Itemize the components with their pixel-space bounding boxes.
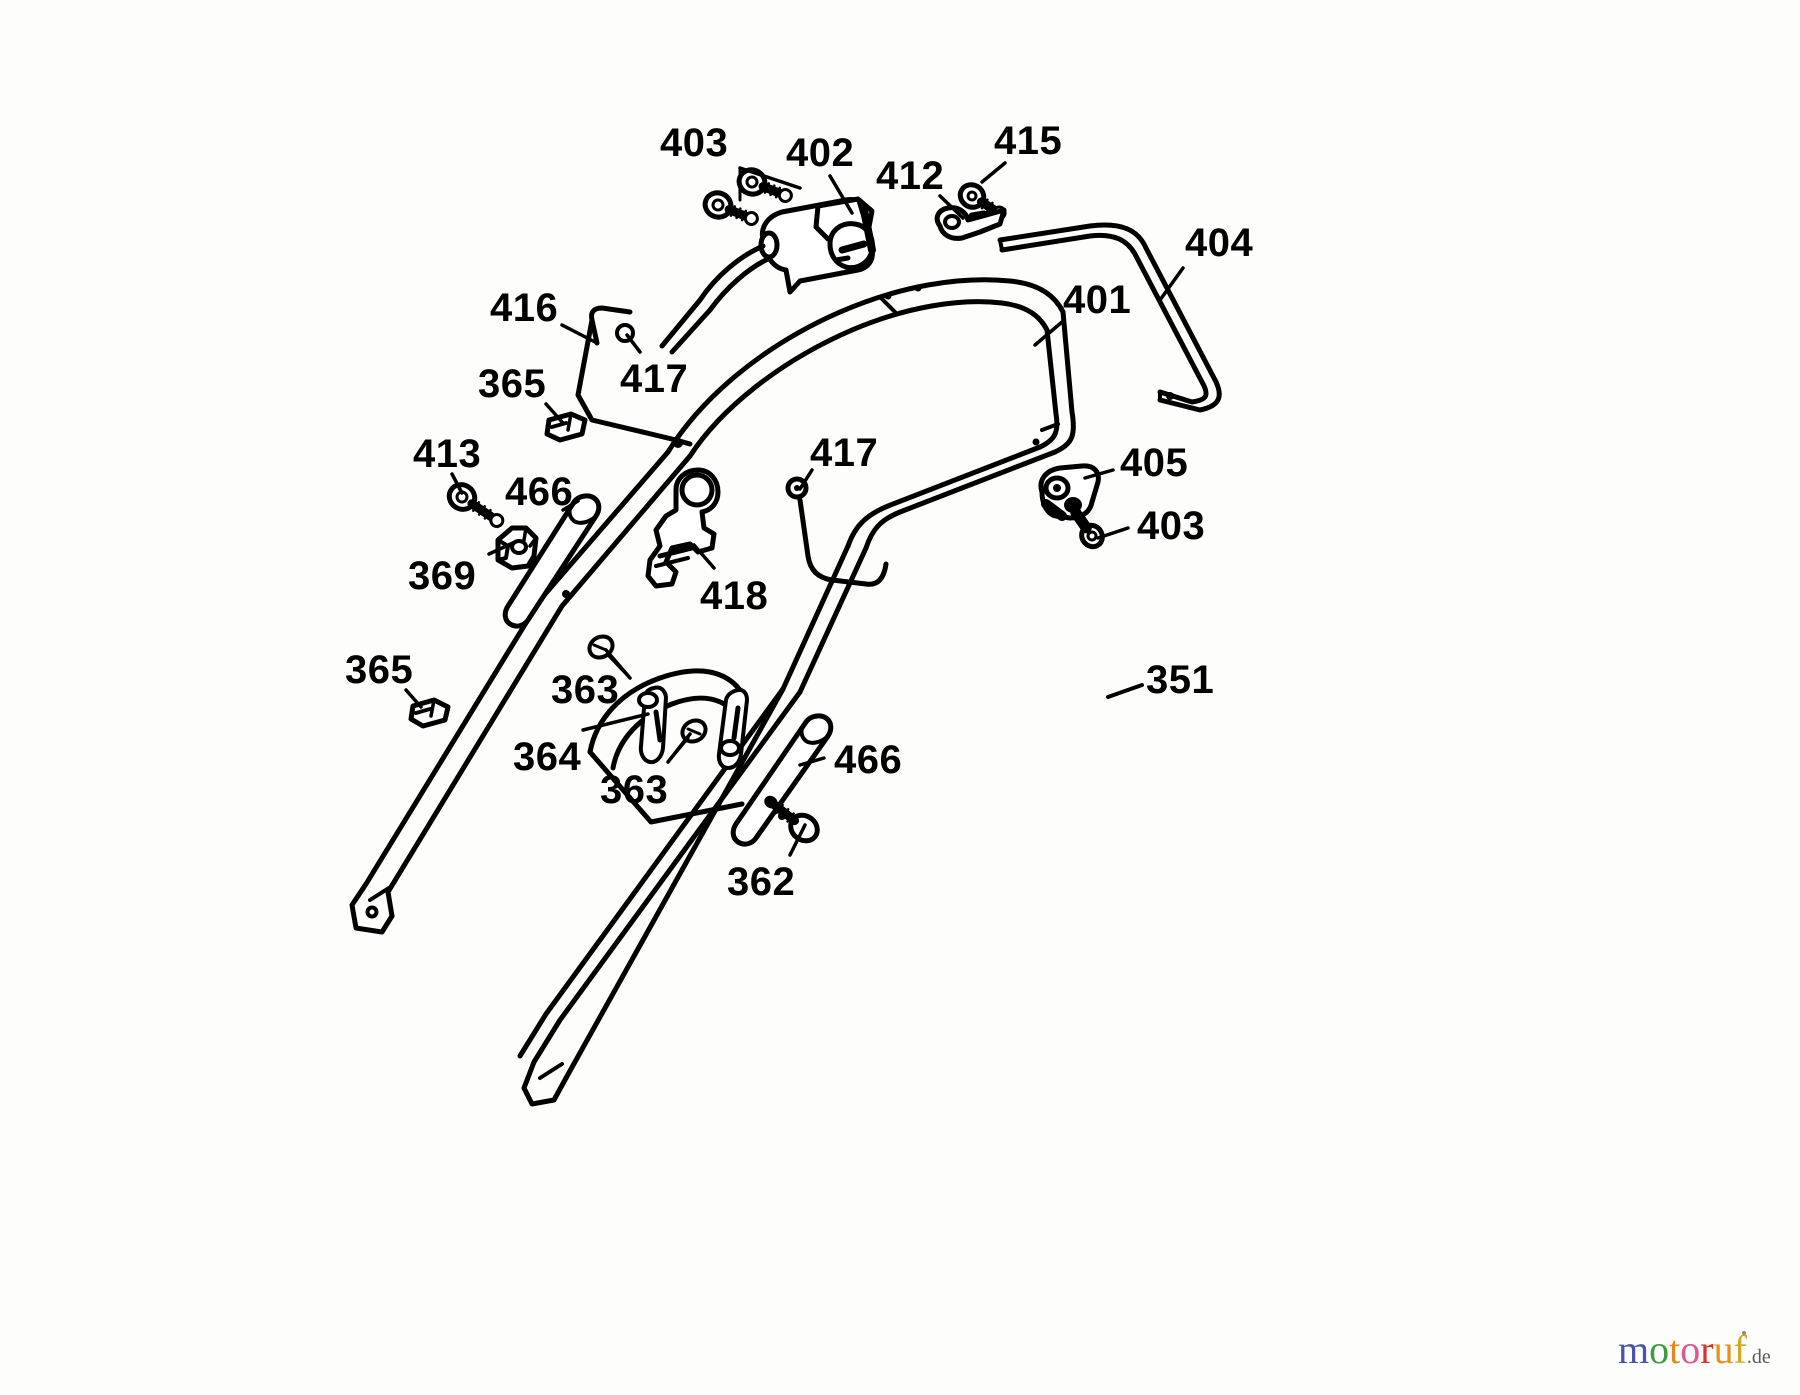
callout-label-413: 413 <box>413 432 482 476</box>
callout-leader-lines <box>404 161 1185 857</box>
callout-label-402: 402 <box>786 131 855 175</box>
part-403-screw-right <box>1070 507 1105 550</box>
part-362-knob <box>764 795 820 844</box>
callout-label-466-lower: 466 <box>834 738 903 782</box>
part-351-pointer <box>1106 683 1144 699</box>
callout-label-351: 351 <box>1146 658 1215 702</box>
watermark-wordmark: motoruf <box>1618 1327 1747 1372</box>
watermark-letter-4: r <box>1700 1327 1714 1372</box>
watermark-letter-1: o <box>1649 1327 1670 1372</box>
callout-label-417-mid: 417 <box>810 431 879 475</box>
watermark-letter-5: u <box>1713 1327 1734 1372</box>
callout-label-365-upper: 365 <box>478 362 547 406</box>
callout-label-415: 415 <box>994 119 1063 163</box>
callout-label-369: 369 <box>408 554 477 598</box>
part-404-bail-bar <box>997 222 1222 413</box>
callout-label-363-upper: 363 <box>551 668 620 712</box>
callout-label-401: 401 <box>1063 278 1132 322</box>
part-369-clamp <box>495 525 539 571</box>
part-351-lower-tube-right <box>517 686 803 1107</box>
part-417-grommets <box>615 323 809 500</box>
watermark-dot-accent <box>1742 1331 1746 1335</box>
callout-label-403-right: 403 <box>1137 504 1206 548</box>
watermark-tld: .de <box>1746 1346 1771 1368</box>
part-416-cable <box>575 305 693 447</box>
part-365-clip-upper <box>544 411 588 443</box>
callout-label-405: 405 <box>1120 441 1189 485</box>
motoruf-watermark: motoruf.de <box>1618 1330 1771 1370</box>
part-351-lower-tube-left <box>349 881 395 935</box>
watermark-letter-0: m <box>1618 1327 1650 1372</box>
part-405-clamp <box>1038 463 1101 521</box>
part-466-tube-upper <box>502 493 602 629</box>
callout-label-412: 412 <box>876 154 945 198</box>
callout-label-416: 416 <box>490 286 559 330</box>
callout-label-404: 404 <box>1185 221 1254 265</box>
part-403-screws-top <box>702 166 793 226</box>
callout-label-364: 364 <box>513 735 582 779</box>
part-413-screw <box>446 482 505 528</box>
part-402-cable <box>659 243 773 355</box>
callout-label-417-left: 417 <box>620 357 689 401</box>
callout-label-418: 418 <box>700 574 769 618</box>
callout-label-365-lower: 365 <box>345 648 414 692</box>
callout-label-466-upper: 466 <box>505 470 574 514</box>
callout-label-403-top: 403 <box>660 121 729 165</box>
part-364-levers <box>637 685 749 770</box>
watermark-letter-6: f <box>1733 1327 1747 1372</box>
part-402-switch-box <box>758 196 876 295</box>
watermark-letter-3: o <box>1680 1327 1701 1372</box>
watermark-letter-2: t <box>1669 1327 1681 1372</box>
part-417-cable-right <box>797 497 889 587</box>
callout-label-363-lower: 363 <box>600 768 669 812</box>
callout-label-362: 362 <box>727 860 796 904</box>
part-412-clamp <box>934 205 1007 241</box>
part-418-cable-guide <box>645 467 721 589</box>
part-401-upper-handle <box>665 277 1076 695</box>
